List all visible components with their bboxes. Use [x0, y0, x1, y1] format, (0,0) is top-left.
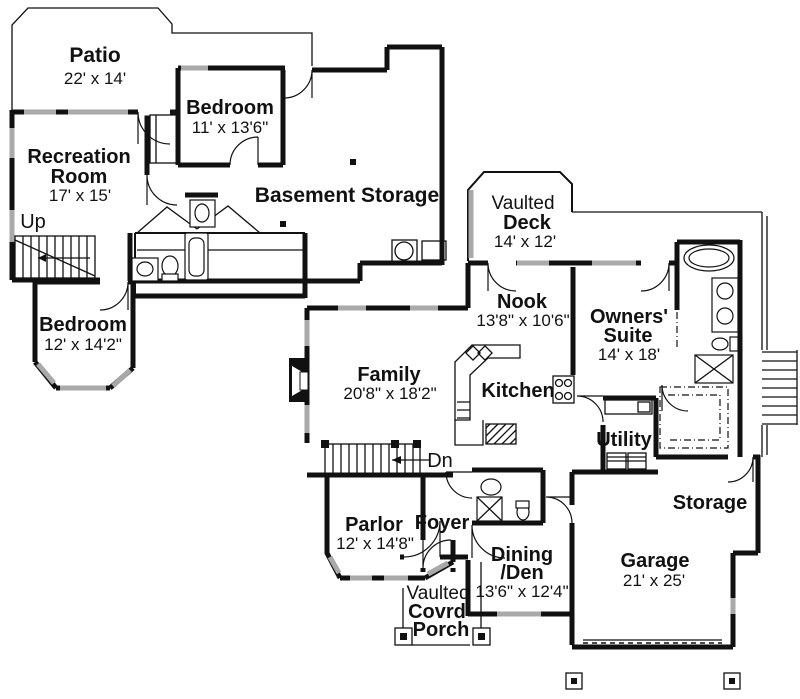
room-label-storage: Storage [673, 492, 747, 514]
room-label-dining-2: /Den [500, 562, 543, 584]
room-label-porch-1: Vaulted [406, 583, 469, 604]
room-label-patio: Patio [69, 44, 120, 67]
room-label-parlor: Parlor [345, 514, 403, 536]
water-heater [391, 239, 447, 263]
garage-door [583, 639, 722, 647]
door-bedroom-lower [99, 281, 129, 311]
understair-room [134, 232, 305, 296]
door-deck-owners [640, 262, 670, 292]
stairs-dn-label: Dn [427, 450, 453, 472]
door-patio-rec [137, 111, 171, 145]
door-storage-top [283, 69, 313, 99]
door-dining [471, 524, 506, 559]
angled-ceiling-lines [136, 205, 303, 251]
room-label-garage: Garage [621, 550, 690, 572]
walkin-closet [659, 386, 729, 449]
room-label-dining-1: Dining [491, 544, 553, 566]
room-label-recreation-1: Recreation [27, 146, 130, 168]
stair-arrow [38, 254, 46, 262]
room-dims-owners: 14' x 18' [598, 345, 660, 364]
room-label-bedroom-lower: Bedroom [39, 314, 127, 336]
kitchen-fixtures [454, 344, 575, 446]
door-closet [661, 384, 689, 412]
stairs-down [321, 440, 430, 475]
post-dot [280, 221, 286, 227]
main-windows [304, 190, 736, 617]
room-dims-dining: 13'6" x 12'4" [475, 582, 568, 601]
room-label-deck-1: Vaulted [491, 193, 554, 214]
stairs-up-label: Up [20, 211, 46, 233]
master-bath-fixtures [683, 244, 739, 384]
room-dims-recreation: 17' x 15' [49, 186, 111, 205]
deck-outline [467, 171, 573, 261]
fireplace [289, 358, 309, 402]
door-storage [727, 456, 754, 483]
room-dims-family: 20'8" x 18'2" [343, 384, 436, 403]
room-dims-garage: 21' x 25' [623, 571, 685, 590]
main-bath-fixtures [476, 478, 530, 522]
exterior-stairs [762, 351, 797, 425]
room-dims-bedroom-lower: 12' x 14'2" [44, 335, 122, 354]
basement-windows [9, 65, 208, 391]
site-posts [565, 672, 741, 690]
door-utility [576, 395, 604, 423]
room-label-family: Family [357, 364, 421, 386]
basement-plan: Patio 22' x 14' Bedroom 11' x 13'6" Recr… [9, 7, 447, 391]
room-dims-nook: 13'8" x 10'6" [476, 311, 569, 330]
stairs-up [14, 235, 96, 279]
room-label-nook: Nook [497, 291, 548, 313]
room-label-deck-2: Deck [503, 212, 552, 234]
basement-bath-fixtures [131, 199, 216, 282]
main-floor-plan: Vaulted Deck 14' x 12' Nook 13'8" x 10'6… [289, 171, 798, 690]
utility-fixtures [604, 399, 653, 472]
room-label-bedroom-upper: Bedroom [186, 97, 274, 119]
room-dims-bedroom-upper: 11' x 13'6" [192, 118, 268, 137]
door-deck-nook [487, 262, 517, 292]
room-label-basement-storage: Basement Storage [255, 184, 439, 207]
room-label-porch-3: Porch [413, 619, 470, 641]
room-label-utility: Utility [596, 429, 652, 451]
post-dot [350, 159, 356, 165]
room-label-owners-2: Suite [604, 325, 653, 347]
room-dims-parlor: 12' x 14'8" [336, 534, 414, 553]
closet [149, 114, 179, 164]
roofline-right [572, 211, 798, 457]
porch-structure [394, 562, 491, 646]
room-dims-deck: 14' x 12' [494, 232, 556, 251]
room-label-owners-1: Owners' [590, 306, 668, 328]
door-front [403, 520, 441, 558]
door-parlor [422, 539, 452, 569]
door-bath-main [445, 471, 473, 499]
room-label-porch-2: Covrd [408, 601, 466, 623]
main-walls [304, 239, 761, 650]
room-label-foyer: Foyer [415, 512, 470, 534]
room-dims-patio: 22' x 14' [64, 69, 126, 88]
door-bedroom-upper [229, 136, 259, 166]
door-rec-hall [146, 174, 178, 206]
patio-outline [11, 7, 313, 110]
room-label-recreation-2: Room [51, 166, 108, 188]
room-label-kitchen: Kitchen [481, 380, 554, 402]
door-garage [545, 496, 573, 524]
